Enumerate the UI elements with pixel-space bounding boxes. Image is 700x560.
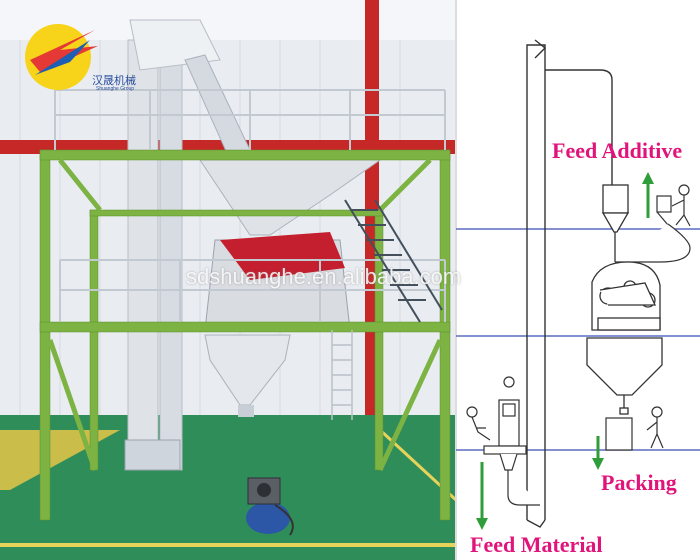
lower-hopper	[586, 337, 663, 415]
flow-arrows	[476, 172, 654, 530]
packing-scale	[605, 406, 664, 451]
brand-name-chinese: 汉晟机械	[92, 74, 136, 87]
additive-bin	[601, 184, 630, 262]
worker-figure-additive	[615, 184, 691, 263]
factory-photo	[0, 0, 458, 560]
brand-name-english: Shuanghe Group	[96, 86, 135, 92]
process-diagram	[455, 0, 700, 560]
label-packing: Packing	[601, 470, 677, 495]
intake-station	[466, 376, 540, 506]
label-feed-additive: Feed Additive	[552, 138, 683, 163]
elevator-column	[526, 39, 613, 528]
watermark: sdshuanghe.en.alibaba.com	[186, 264, 462, 289]
hammer-mill	[591, 261, 661, 331]
label-feed-material: Feed Material	[470, 532, 603, 557]
company-logo	[25, 24, 98, 90]
